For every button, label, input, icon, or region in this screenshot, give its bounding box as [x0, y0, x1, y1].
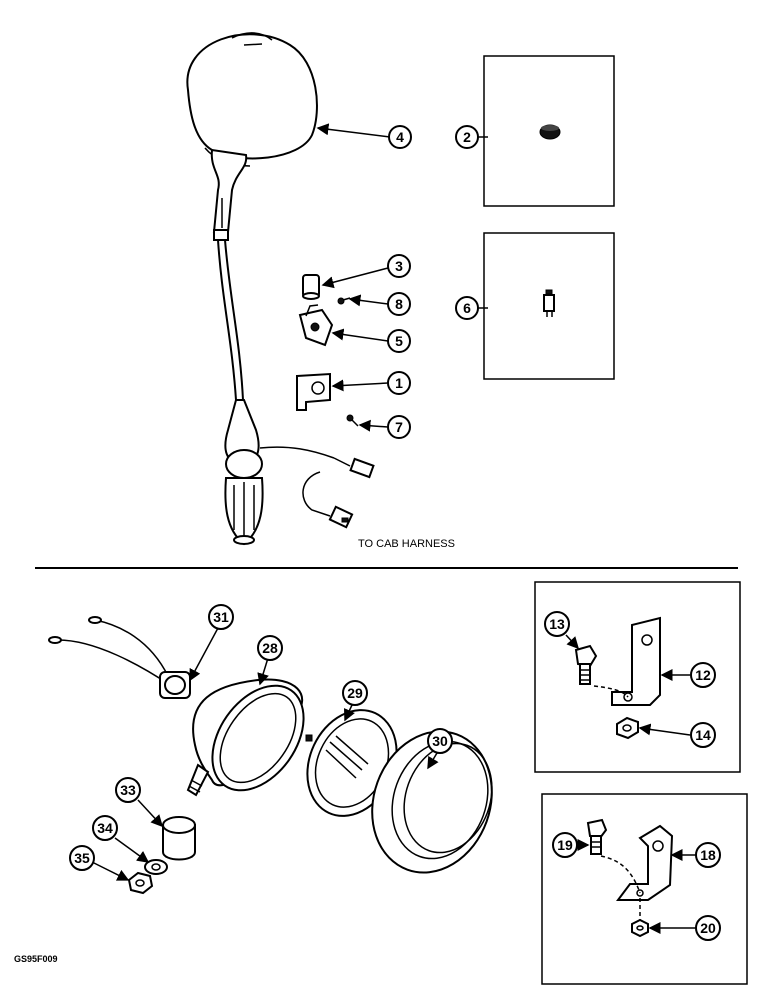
svg-text:20: 20	[700, 920, 716, 936]
svg-text:28: 28	[262, 640, 278, 656]
callout-31: 31	[208, 604, 234, 630]
callout-12: 12	[690, 662, 716, 688]
callout-29: 29	[342, 680, 368, 706]
inset-box-plug	[483, 55, 615, 207]
svg-text:8: 8	[395, 296, 403, 312]
callout-4: 4	[388, 125, 412, 149]
callout-8: 8	[387, 292, 411, 316]
svg-text:14: 14	[695, 727, 711, 743]
svg-text:33: 33	[120, 782, 136, 798]
part-bolt-13	[574, 644, 598, 685]
svg-text:29: 29	[347, 685, 363, 701]
part-nut-20	[631, 918, 649, 938]
part-washer-34	[144, 859, 168, 875]
part-bracket-1	[296, 372, 331, 411]
callout-2: 2	[455, 125, 479, 149]
callout-3: 3	[387, 254, 411, 278]
callout-5: 5	[387, 329, 411, 353]
callout-1: 1	[387, 371, 411, 395]
lamp-swivel-base	[224, 399, 264, 546]
harness-caption: TO CAB HARNESS	[358, 538, 455, 550]
lamp-wire-leads	[48, 616, 171, 686]
callout-14: 14	[690, 722, 716, 748]
part-screw-8	[337, 297, 351, 305]
callout-13: 13	[544, 611, 570, 637]
part-bolt-19	[586, 818, 608, 855]
part-bushing	[302, 274, 320, 300]
lamp-arm-rod	[216, 239, 245, 401]
svg-text:4: 4	[396, 129, 404, 145]
part-bracket-18	[616, 824, 674, 901]
callout-33: 33	[115, 777, 141, 803]
part-nut-35	[127, 871, 154, 895]
svg-text:13: 13	[549, 616, 565, 632]
svg-text:18: 18	[700, 847, 716, 863]
lamp-wire-harness	[259, 446, 375, 529]
part-bracket-12	[611, 616, 661, 706]
part-lamp-housing-28	[186, 678, 305, 797]
svg-text:34: 34	[97, 820, 113, 836]
callout-19: 19	[552, 832, 578, 858]
svg-text:6: 6	[463, 300, 471, 316]
svg-text:2: 2	[463, 129, 471, 145]
callout-7: 7	[387, 415, 411, 439]
callout-34: 34	[92, 815, 118, 841]
svg-text:12: 12	[695, 667, 711, 683]
part-nut-14	[616, 716, 639, 740]
svg-text:19: 19	[557, 837, 573, 853]
part-grommet-31	[159, 671, 191, 699]
svg-text:7: 7	[395, 419, 403, 435]
part-spacer-33	[162, 816, 196, 861]
part-retaining-ring-30	[371, 730, 493, 874]
svg-text:35: 35	[74, 850, 90, 866]
inset-box-fuse	[483, 232, 615, 380]
inset-box-bracket-a	[534, 581, 741, 773]
callout-30: 30	[427, 728, 453, 754]
svg-text:30: 30	[432, 733, 448, 749]
part-mount-plate	[298, 304, 334, 347]
work-lamp-head	[186, 32, 318, 167]
callout-6: 6	[455, 296, 479, 320]
svg-text:5: 5	[395, 333, 403, 349]
part-screw-7	[346, 414, 359, 427]
inset-box-bracket-b	[541, 793, 748, 985]
part-plug-2	[539, 124, 561, 140]
callout-28: 28	[257, 635, 283, 661]
svg-text:31: 31	[213, 609, 229, 625]
callout-35: 35	[69, 845, 95, 871]
svg-text:3: 3	[395, 258, 403, 274]
callout-20: 20	[695, 915, 721, 941]
callout-18: 18	[695, 842, 721, 868]
part-fuse-6	[543, 289, 555, 317]
lamp-neck	[210, 148, 248, 241]
figure-code: GS95F009	[14, 954, 58, 964]
svg-text:1: 1	[395, 375, 403, 391]
